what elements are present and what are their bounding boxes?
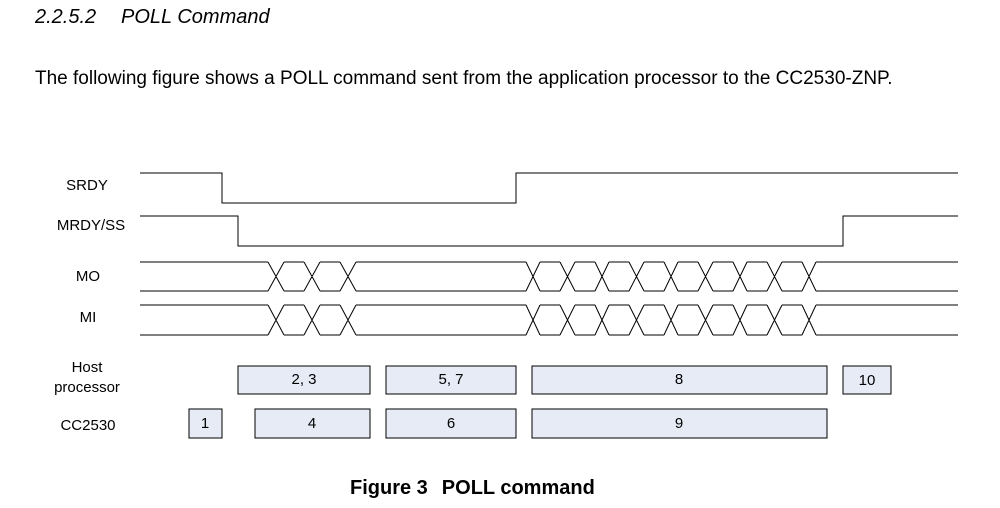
- signal-label-mi: MI: [80, 309, 97, 326]
- device-step-label: 6: [447, 415, 455, 432]
- signal-label-srdy: SRDY: [66, 177, 108, 194]
- section-title: POLL Command: [121, 6, 270, 28]
- mo-bus-path: [140, 261, 958, 292]
- section-heading: 2.2.5.2 POLL Command: [35, 6, 270, 29]
- figure-number: Figure 3: [350, 477, 428, 499]
- mi-waveform: [140, 304, 958, 336]
- device-step-box: [385, 408, 517, 439]
- mo-waveform: [140, 261, 958, 292]
- mi-bus-path: [140, 304, 958, 336]
- host-step-box: [385, 365, 517, 395]
- device-step-box: [254, 408, 371, 439]
- mrdy-waveform: [140, 215, 958, 247]
- device-step-box: [188, 408, 223, 439]
- section-number: 2.2.5.2: [35, 6, 97, 28]
- host-step-box: [237, 365, 371, 395]
- srdy-waveform: [140, 172, 958, 204]
- host-step-label: 2, 3: [291, 371, 316, 388]
- signal-label-mo: MO: [76, 268, 100, 285]
- figure-caption: Figure 3 POLL command: [350, 477, 595, 500]
- host-step-box: [842, 365, 892, 395]
- host-step-box: [531, 365, 828, 395]
- row-label-host-2: processor: [54, 379, 120, 396]
- figure-title: POLL command: [441, 477, 595, 499]
- host-step-label: 5, 7: [438, 371, 463, 388]
- signal-label-mrdy: MRDY/SS: [57, 217, 125, 234]
- row-label-device: CC2530: [60, 417, 115, 434]
- device-step-box: [531, 408, 828, 439]
- device-step-label: 4: [308, 415, 316, 432]
- row-label-host-1: Host: [72, 359, 104, 376]
- device-step-label: 9: [675, 415, 683, 432]
- body-paragraph: The following figure shows a POLL comman…: [35, 68, 893, 89]
- device-step-label: 1: [201, 415, 209, 432]
- host-step-label: 8: [675, 371, 683, 388]
- host-step-label: 10: [859, 372, 876, 389]
